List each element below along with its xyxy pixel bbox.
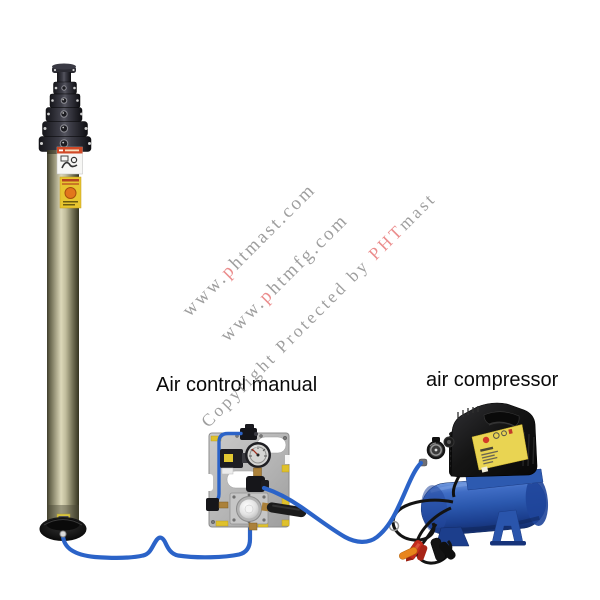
air-hose-mast-to-panel [60, 524, 253, 560]
regulator [229, 492, 269, 525]
regulator-handle [261, 502, 307, 518]
rivet-dots [40, 68, 91, 145]
air-hose-panel-to-compressor [261, 460, 424, 544]
warning-label-yellow [59, 176, 82, 209]
mast-base [39, 513, 87, 541]
base-hose-fitting [59, 530, 67, 538]
section-fittings [59, 85, 69, 148]
elbow-fitting-mid [246, 476, 265, 492]
vent-ridges [457, 406, 479, 419]
elbow-fitting-left [206, 498, 219, 511]
solenoid-valve [220, 449, 248, 475]
air-compressor-unit [388, 402, 549, 565]
mast-tube [47, 150, 79, 522]
air-control-manual-label: Air control manual [156, 374, 318, 396]
air-control-panel [205, 424, 307, 531]
air-compressor-label: air compressor [426, 369, 559, 391]
pressure-gauge [245, 442, 271, 468]
black-battery-clamp [430, 537, 456, 562]
plate-notch [205, 474, 213, 491]
compressor-gauge [426, 436, 455, 460]
telescopic-mast [38, 63, 92, 541]
compressor-label [471, 424, 529, 473]
warning-label-white [56, 146, 83, 175]
bottom-fitting [248, 522, 258, 531]
fitting-highlights [62, 98, 65, 144]
mast-head [38, 63, 92, 152]
orange-handle [399, 547, 418, 560]
